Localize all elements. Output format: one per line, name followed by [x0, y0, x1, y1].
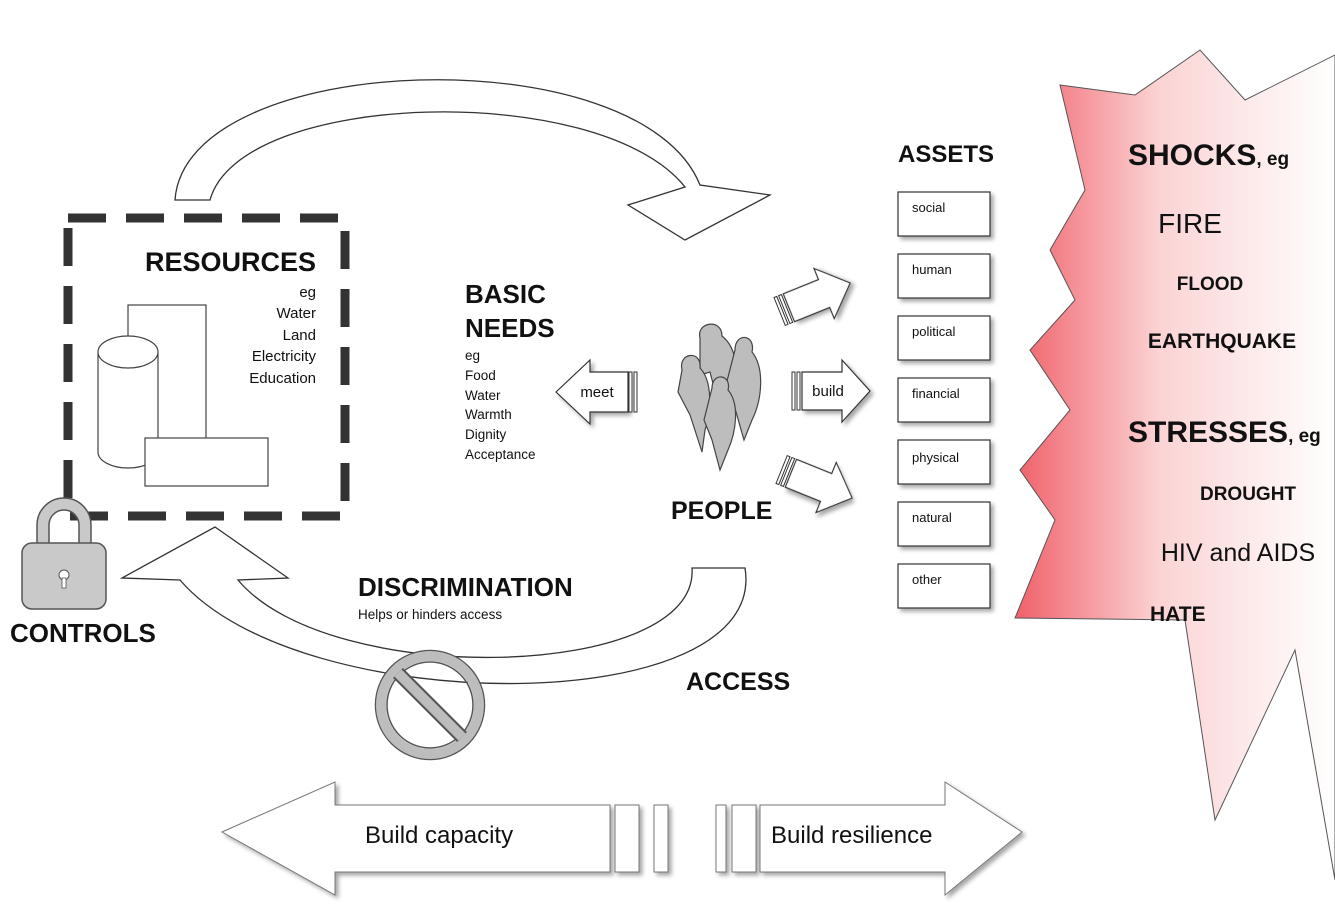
- asset-box-other: [897, 563, 991, 609]
- asset-label: natural: [912, 510, 952, 525]
- basic-needs-example: eg: [465, 348, 480, 363]
- basic-needs-example: Dignity: [465, 427, 507, 442]
- stresses-title-suffix: , eg: [1288, 426, 1321, 447]
- prohibition-icon: [374, 649, 486, 761]
- resources-example: Land: [283, 327, 316, 344]
- people-label: PEOPLE: [671, 497, 772, 525]
- asset-box-natural: [897, 501, 991, 547]
- basic-needs-example: Acceptance: [465, 447, 536, 462]
- resources-icon: [97, 304, 269, 487]
- meet-arrow: [555, 358, 638, 426]
- basic-needs-title-line2: NEEDS: [465, 313, 555, 343]
- discrimination-subtitle: Helps or hinders access: [358, 607, 502, 622]
- basic-needs-title-line1: BASIC: [465, 279, 546, 309]
- up-right-arrow: [773, 267, 851, 327]
- asset-label: other: [912, 572, 942, 587]
- shocks-burst-shape: [1014, 49, 1335, 881]
- stresses-title: STRESSES: [1128, 416, 1288, 449]
- asset-label: political: [912, 324, 955, 339]
- stresses-heading: STRESSES, eg: [1128, 416, 1321, 449]
- resources-title: RESOURCES: [145, 247, 316, 277]
- resources-examples: eg Water Land Electricity Education: [249, 284, 316, 387]
- padlock-icon: [21, 497, 107, 610]
- stress-item: DROUGHT: [1200, 484, 1296, 505]
- build-capacity-label: Build capacity: [365, 822, 513, 849]
- access-label: ACCESS: [686, 668, 790, 696]
- asset-label: financial: [912, 386, 960, 401]
- build-resilience-label: Build resilience: [771, 822, 932, 849]
- asset-label: human: [912, 262, 952, 277]
- down-right-arrow: [775, 454, 853, 514]
- stress-item: HATE: [1150, 603, 1206, 626]
- asset-label: social: [912, 200, 945, 215]
- shock-item: FIRE: [1158, 208, 1222, 239]
- basic-needs-examples: eg Food Water Warmth Dignity Acceptance: [465, 348, 536, 462]
- basic-needs-example: Water: [465, 388, 501, 403]
- bottom-double-arrow: [220, 781, 1023, 897]
- people-icon: [677, 323, 762, 472]
- shocks-title-suffix: , eg: [1256, 149, 1289, 170]
- resources-example: Education: [249, 370, 316, 387]
- basic-needs-example: Warmth: [465, 407, 512, 422]
- controls-label: CONTROLS: [10, 618, 156, 648]
- resources-example: eg: [299, 284, 316, 301]
- assets-title: ASSETS: [898, 141, 994, 168]
- asset-box-human: [897, 253, 991, 299]
- shocks-heading: SHOCKS, eg: [1128, 139, 1289, 172]
- asset-box-financial: [897, 377, 991, 423]
- build-arrow: [791, 358, 871, 424]
- stress-item: HIV and AIDS: [1161, 539, 1315, 567]
- build-label: build: [812, 383, 844, 400]
- asset-box-political: [897, 315, 991, 361]
- shock-item: EARTHQUAKE: [1148, 330, 1296, 353]
- asset-box-social: [897, 191, 991, 237]
- basic-needs-example: Food: [465, 368, 496, 383]
- meet-label: meet: [580, 384, 614, 401]
- asset-label: physical: [912, 450, 959, 465]
- shocks-title: SHOCKS: [1128, 139, 1256, 172]
- resources-example: Water: [277, 305, 316, 322]
- resources-example: Electricity: [252, 348, 317, 365]
- bottom-cycle-arrow: [119, 526, 747, 685]
- top-cycle-arrow: [174, 79, 773, 241]
- discrimination-title: DISCRIMINATION: [358, 572, 573, 602]
- shock-item: FLOOD: [1177, 274, 1244, 295]
- resources-dashed-box: [63, 213, 350, 521]
- asset-box-physical: [897, 439, 991, 485]
